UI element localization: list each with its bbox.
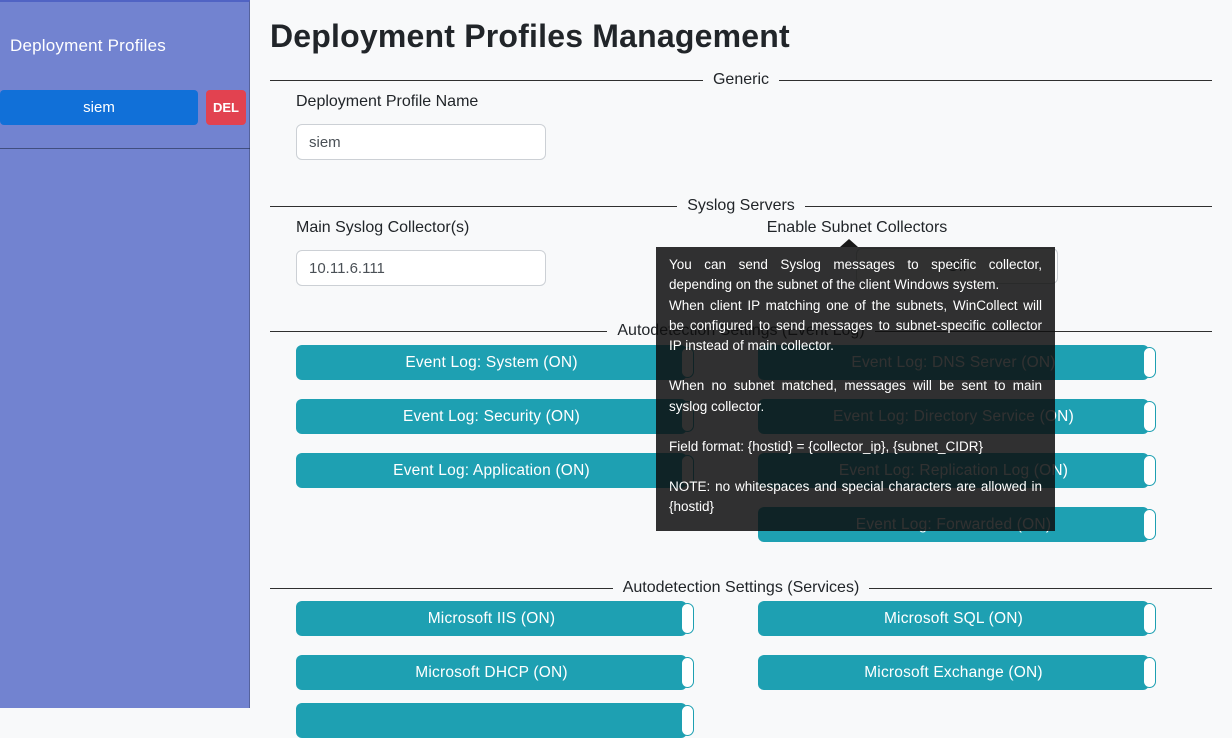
main-content: Deployment Profiles Management Generic D… xyxy=(251,0,1232,738)
tooltip-text: When client IP matching one of the subne… xyxy=(669,297,1042,354)
section-syslog-legend: Syslog Servers xyxy=(270,197,1212,215)
toggle-service-microsoft-exchange[interactable]: Microsoft Exchange (ON) xyxy=(758,655,1156,690)
toggle-eventlog-security[interactable]: Event Log: Security (ON) xyxy=(296,399,694,434)
toggle-handle xyxy=(681,657,694,688)
sidebar: Deployment Profiles siem DEL xyxy=(0,0,250,708)
legend-line xyxy=(270,205,678,207)
legend-line xyxy=(804,205,1212,207)
toggle-service-microsoft-iis[interactable]: Microsoft IIS (ON) xyxy=(296,601,694,636)
legend-line xyxy=(869,587,1212,589)
main-collector-input[interactable] xyxy=(296,250,546,286)
toggle-service-partial[interactable] xyxy=(296,703,694,738)
toggle-service-microsoft-sql[interactable]: Microsoft SQL (ON) xyxy=(758,601,1156,636)
sidebar-title: Deployment Profiles xyxy=(10,36,166,55)
toggle-handle xyxy=(681,603,694,634)
legend-line xyxy=(270,79,703,81)
toggle-handle xyxy=(1143,657,1156,688)
delete-profile-button[interactable]: DEL xyxy=(206,90,246,125)
tooltip-text: Field format: {hostid} = {collector_ip},… xyxy=(669,438,984,454)
tooltip-arrow-icon xyxy=(840,239,858,247)
toggle-handle xyxy=(1143,603,1156,634)
toggle-handle xyxy=(1143,509,1156,540)
toggle-handle xyxy=(681,705,694,736)
tooltip-text: You can send Syslog messages to specific… xyxy=(669,257,1042,293)
section-services-legend: Autodetection Settings (Services) xyxy=(270,579,1212,597)
legend-line xyxy=(779,79,1212,81)
subnet-collectors-tooltip: You can send Syslog messages to specific… xyxy=(656,239,1055,531)
profile-name-input[interactable] xyxy=(296,124,546,160)
toggle-handle xyxy=(1143,455,1156,486)
profile-name-label: Deployment Profile Name xyxy=(296,93,479,110)
subnet-collectors-label: Enable Subnet Collectors xyxy=(766,219,948,236)
toggle-service-microsoft-dhcp[interactable]: Microsoft DHCP (ON) xyxy=(296,655,694,690)
legend-line xyxy=(270,587,613,589)
page-title: Deployment Profiles Management xyxy=(270,18,790,54)
toggle-handle xyxy=(1143,401,1156,432)
toggle-handle xyxy=(1143,347,1156,378)
tooltip-text: When no subnet matched, messages will be… xyxy=(669,378,1042,414)
toggle-eventlog-system[interactable]: Event Log: System (ON) xyxy=(296,345,694,380)
tooltip-text: NOTE: no whitespaces and special charact… xyxy=(669,479,1042,515)
legend-line xyxy=(270,330,608,332)
profile-item-siem[interactable]: siem xyxy=(0,90,198,125)
toggle-eventlog-application[interactable]: Event Log: Application (ON) xyxy=(296,453,694,488)
sidebar-divider xyxy=(0,148,250,149)
section-generic-legend: Generic xyxy=(270,71,1212,89)
main-collector-label: Main Syslog Collector(s) xyxy=(296,219,470,236)
